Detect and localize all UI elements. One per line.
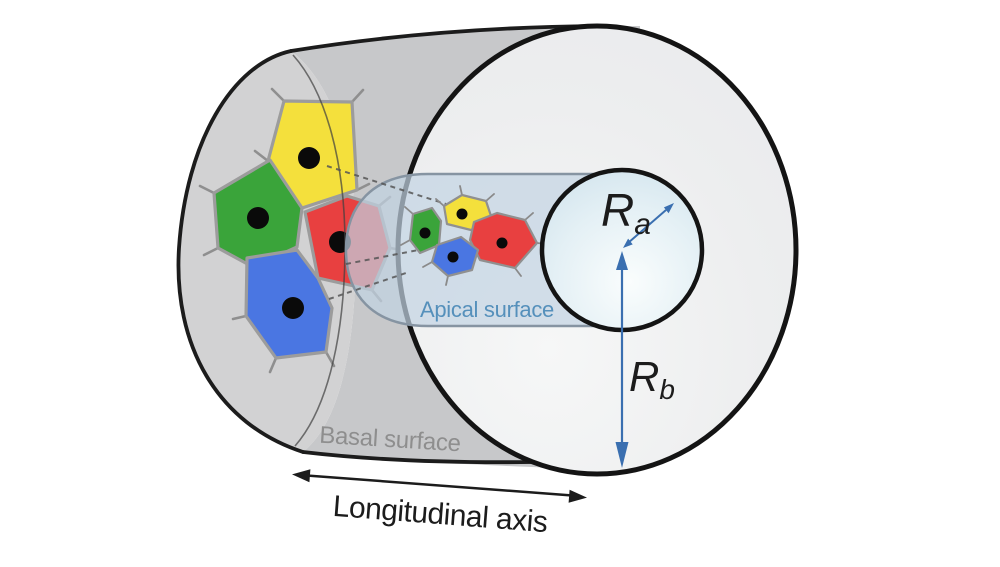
cylinder-bottom-silhouette	[301, 450, 535, 465]
radius-b-arrowhead-bottom	[615, 442, 629, 468]
radius-b-label: Rb	[629, 353, 675, 405]
cell-nucleus-small	[496, 237, 508, 249]
radius-b-annotation: Rb	[615, 251, 675, 468]
longitudinal-axis-annotation: Longitudinal axis	[292, 469, 587, 539]
cylinder-left-silhouette	[176, 49, 305, 454]
radius-a-arrowhead-outer	[663, 203, 674, 214]
projection-lines	[326, 165, 447, 300]
radius-a-arrowhead-inner	[623, 238, 633, 248]
cell-nucleus-small	[419, 227, 431, 239]
radius-b-subscript: b	[659, 374, 675, 405]
longitudinal-axis-label: Longitudinal axis	[332, 490, 549, 539]
radius-a-subscript: a	[634, 208, 651, 241]
cell-nucleus-small	[456, 208, 468, 220]
radius-b-arrowhead-top	[616, 251, 628, 270]
cell-nucleus	[247, 207, 269, 229]
projection-line	[328, 271, 410, 300]
radius-b-symbol: R	[629, 353, 659, 400]
cell-nucleus	[282, 297, 304, 319]
longitudinal-axis-arrow	[299, 473, 580, 498]
basal-cells	[198, 87, 404, 374]
radius-a-symbol: R	[601, 184, 634, 236]
radius-a-label: Ra	[601, 184, 651, 241]
radius-a-annotation: Ra	[601, 184, 674, 248]
longitudinal-axis-arrowhead-right	[568, 489, 587, 503]
apical-cells	[400, 185, 547, 286]
apical-surface-label: Apical surface	[420, 297, 554, 322]
radius-a-arrow	[627, 209, 667, 244]
cell-nucleus	[298, 147, 320, 169]
cylinder-top-silhouette	[289, 24, 599, 53]
longitudinal-axis-arrowhead-left	[292, 469, 311, 483]
cell-nucleus-small	[447, 251, 459, 263]
projection-line	[326, 165, 447, 205]
